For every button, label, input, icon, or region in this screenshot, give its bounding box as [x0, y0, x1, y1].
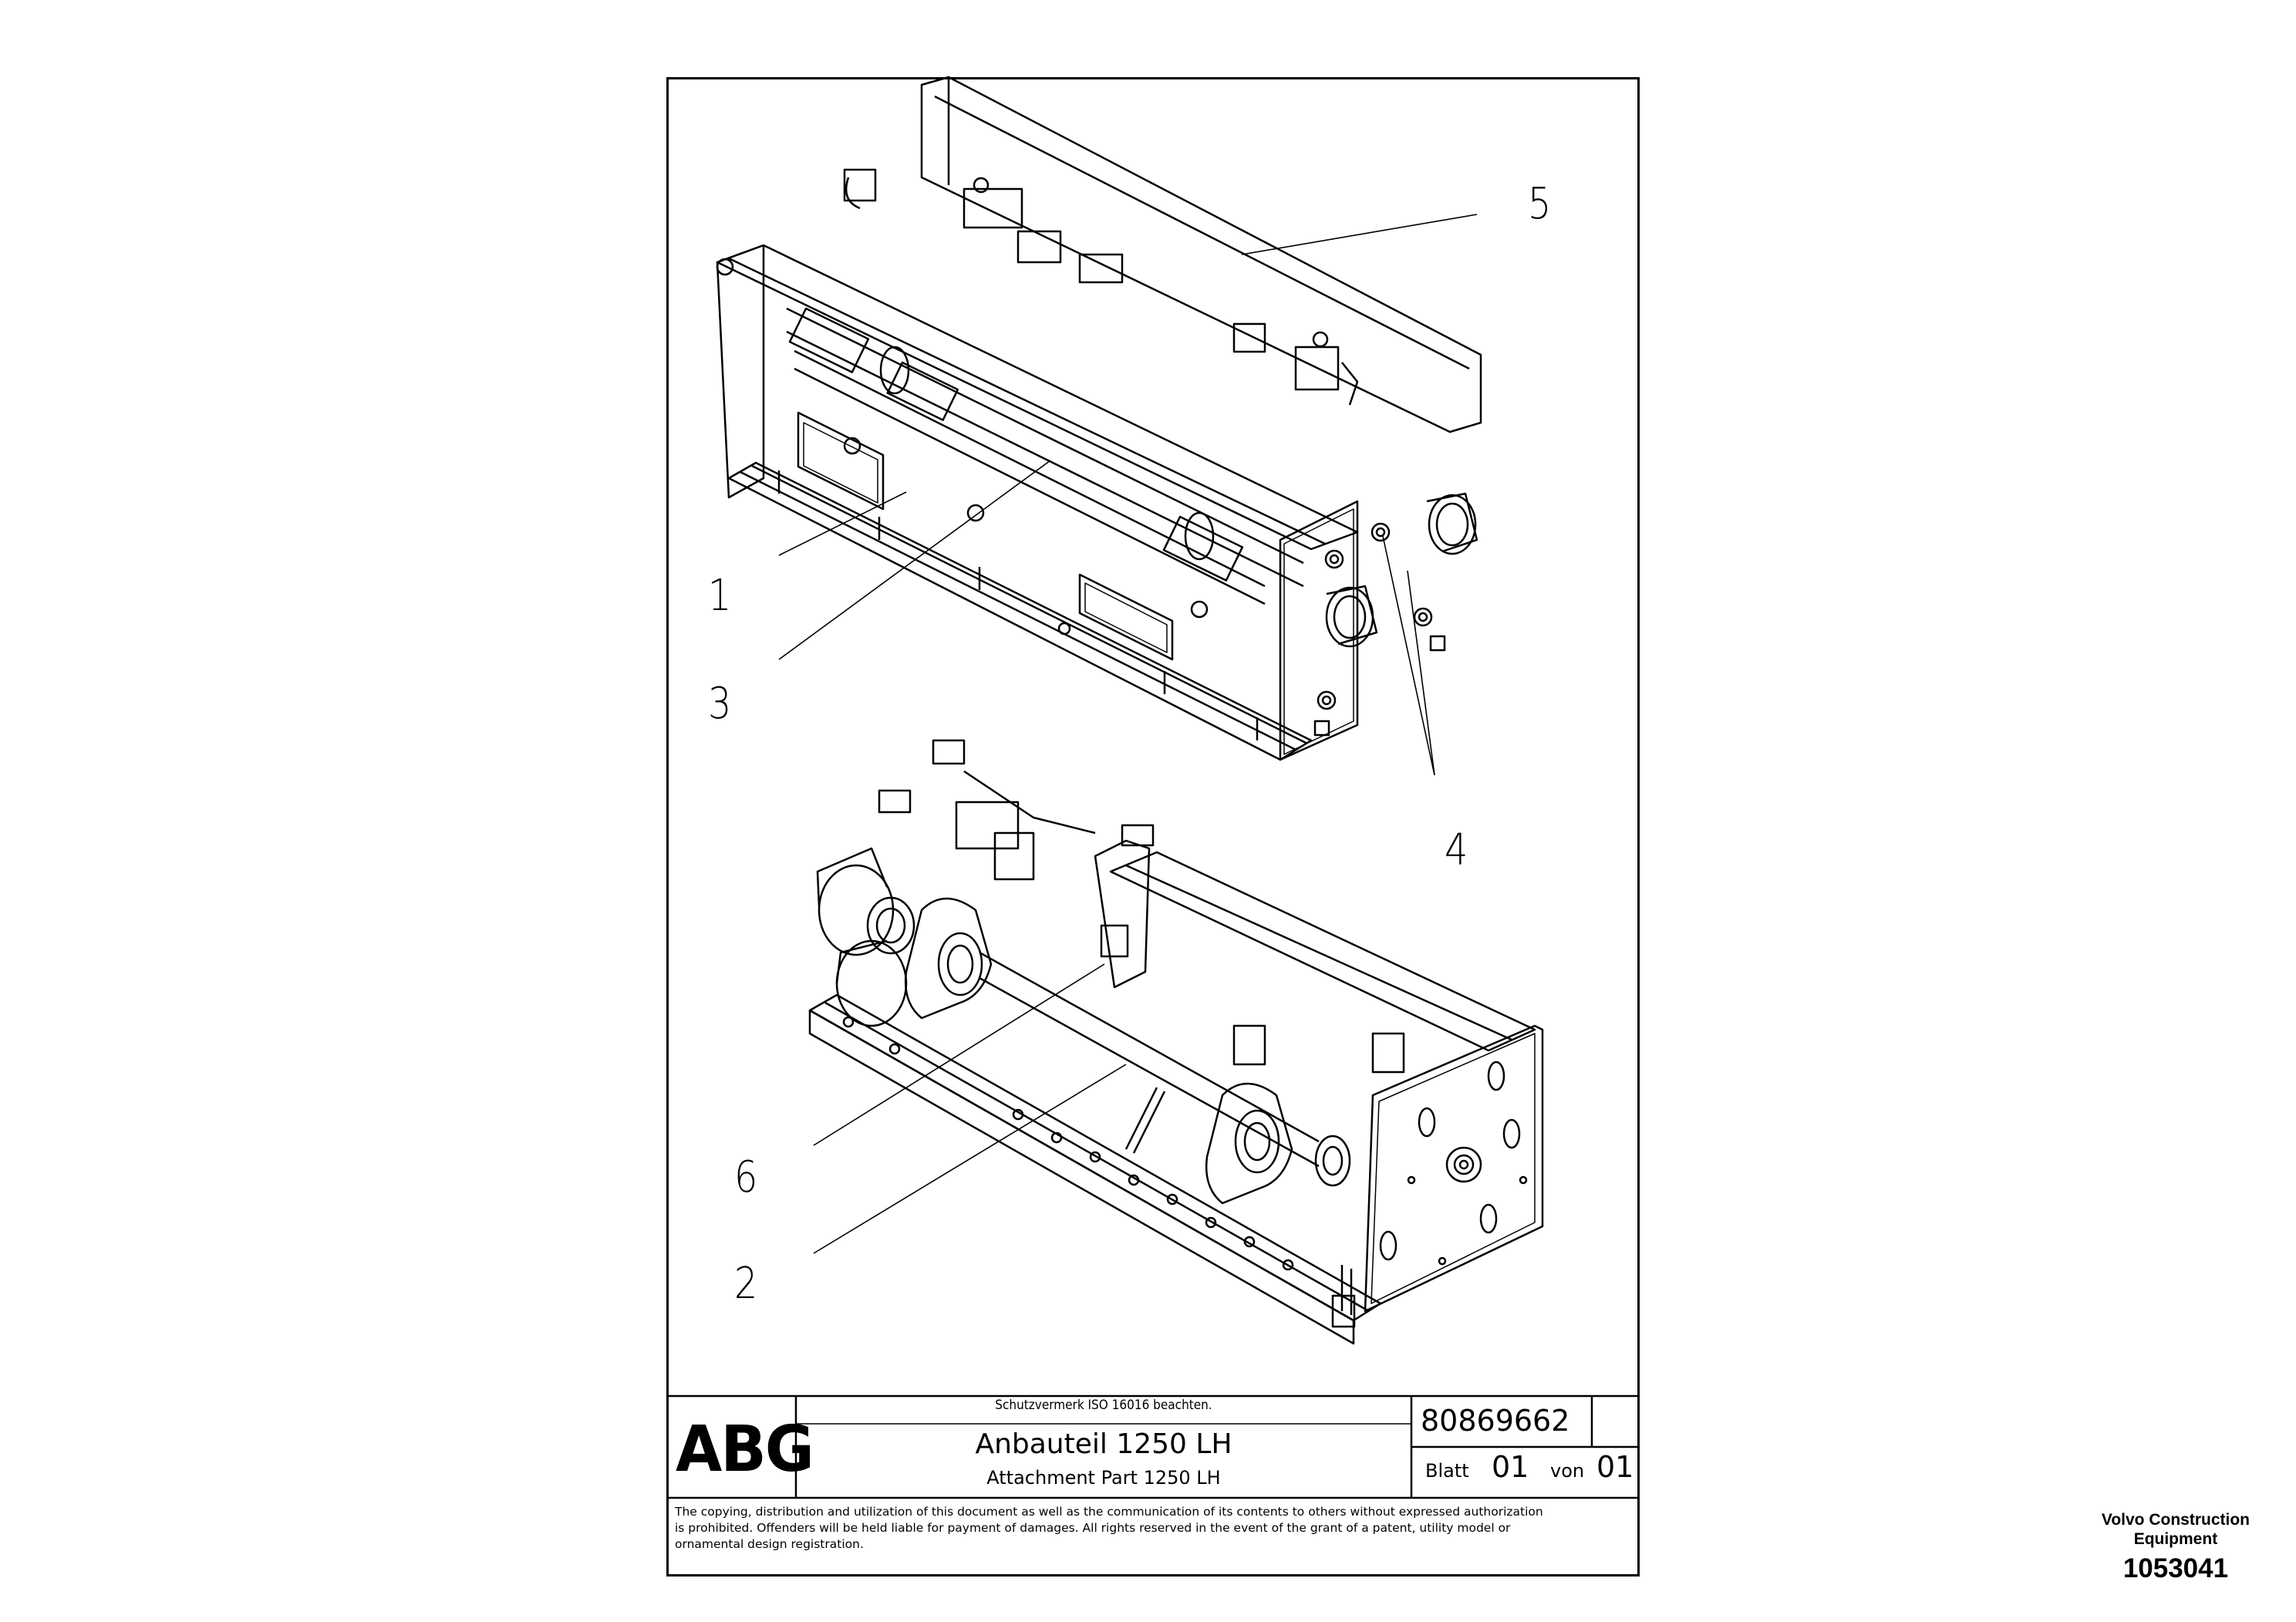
leader-1 [778, 491, 907, 556]
leader-lines [778, 214, 1478, 1254]
notice-line: is prohibited. Offenders will be held li… [675, 1521, 1511, 1535]
upper-frame-assembly [716, 76, 1482, 761]
vendor-name-line1: Volvo Construction [2101, 1511, 2250, 1529]
protection-note: Schutzvermerk ISO 16016 beachten. [995, 1398, 1212, 1413]
leader-2 [813, 1064, 1127, 1254]
of-label: von [1550, 1460, 1585, 1482]
vendor-code: 1053041 [2122, 1553, 2229, 1583]
copyright-notice: The copying, distribution and utilizatio… [675, 1504, 1600, 1553]
callout-4: 4 [1445, 825, 1468, 875]
callout-5: 5 [1528, 179, 1552, 229]
vendor-name-line2: Equipment [2133, 1530, 2218, 1548]
title-en: Attachment Part 1250 LH [986, 1467, 1221, 1489]
drawing-number: 80869662 [1421, 1404, 1570, 1438]
callout-2: 2 [734, 1259, 758, 1309]
leader-5 [1241, 214, 1478, 255]
callout-1: 1 [708, 571, 732, 621]
sheet-label: Blatt [1425, 1460, 1469, 1482]
title-de: Anbauteil 1250 LH [975, 1428, 1232, 1460]
drawing-sheet [666, 77, 1640, 1576]
lower-frame-assembly [808, 739, 1544, 1345]
title-block-grid [666, 1394, 1640, 1499]
callout-6: 6 [734, 1152, 758, 1202]
leader-4b [1407, 570, 1435, 776]
callout-3: 3 [708, 679, 732, 729]
sheet-number: 01 [1492, 1450, 1529, 1484]
notice-line: The copying, distribution and utilizatio… [675, 1505, 1543, 1519]
sheet-total: 01 [1596, 1450, 1634, 1484]
vendor-reference: Volvo Construction Equipment 1053041 [2102, 1510, 2250, 1584]
abg-logo: ABG [676, 1413, 814, 1486]
leader-3 [778, 460, 1051, 660]
notice-line: ornamental design registration. [675, 1537, 864, 1551]
leader-6 [813, 963, 1105, 1146]
leader-4a [1382, 535, 1435, 776]
